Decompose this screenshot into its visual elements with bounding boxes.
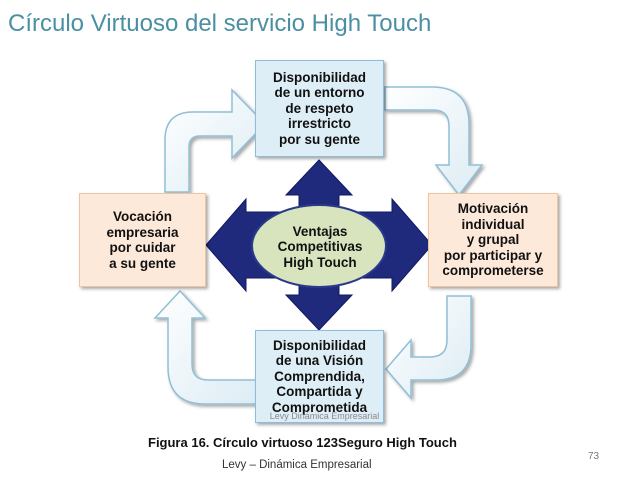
box-right-motivation: Motivación individual y grupal por parti… [428, 193, 558, 287]
figure-caption: Figura 16. Círculo virtuoso 123Seguro Hi… [148, 435, 457, 450]
curved-arrow-bottom-to-left [153, 289, 258, 405]
curved-arrow-left-to-top [164, 88, 267, 193]
watermark: Levy Dinámica Empresarial [269, 411, 380, 421]
center-ellipse [251, 204, 387, 288]
curved-arrow-top-to-right [384, 86, 484, 197]
center-label-competitive-advantages: Ventajas Competitivas High Touch [277, 223, 363, 270]
page-number: 73 [588, 451, 600, 462]
box-left-entrepreneurial-vocation: Vocación empresaria por cuidar a su gent… [79, 193, 206, 287]
box-top-respect-environment: Disponibilidad de un entorno de respeto … [255, 60, 384, 157]
footer-author: Levy – Dinámica Empresarial [222, 459, 372, 471]
slide-title: Círculo Virtuoso del servicio High Touch [8, 10, 432, 37]
box-bottom-shared-vision: Disponibilidad de una Visión Comprendida… [255, 330, 384, 423]
curved-arrow-right-to-bottom [385, 295, 472, 401]
